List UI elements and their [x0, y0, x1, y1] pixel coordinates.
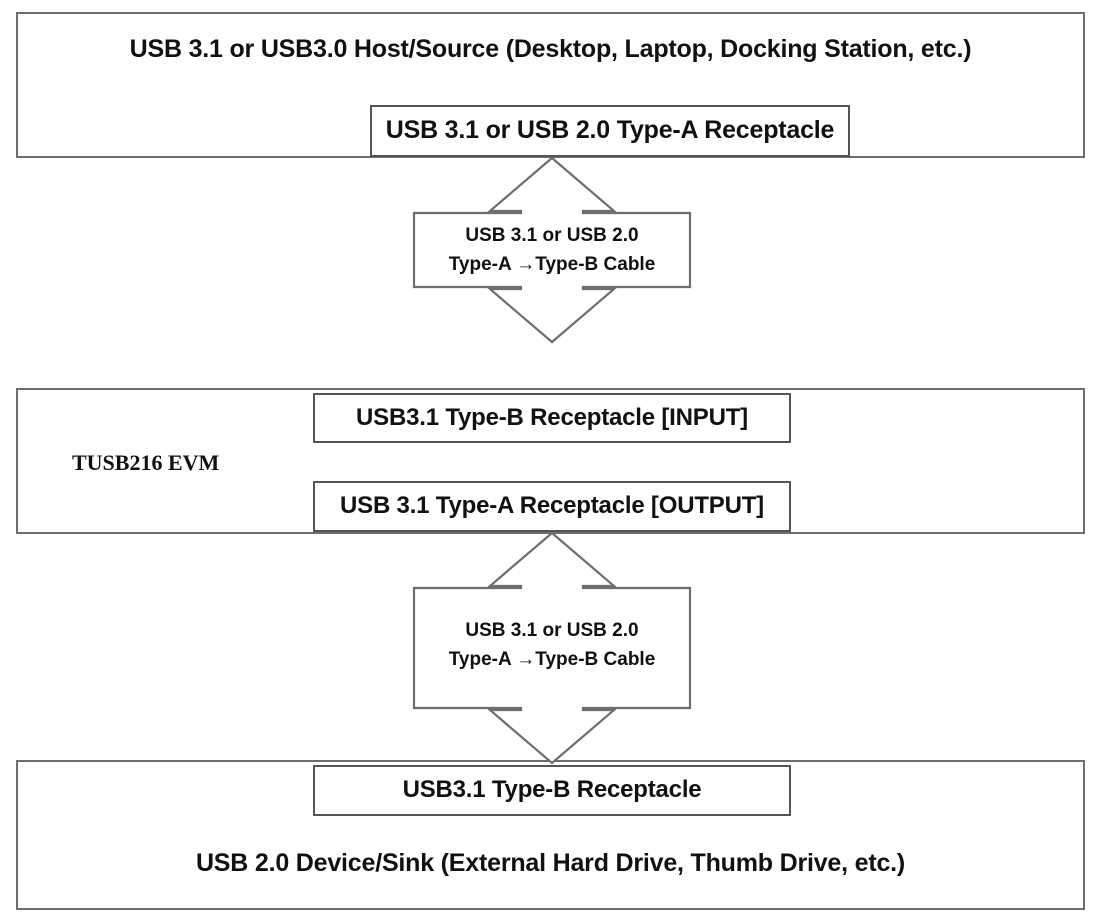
- evm-input-receptacle-label: USB3.1 Type-B Receptacle [INPUT]: [356, 403, 748, 431]
- host-title: USB 3.1 or USB3.0 Host/Source (Desktop, …: [129, 35, 972, 63]
- cable-arrow-top: USB 3.1 or USB 2.0 Type-A →Type-B Cable: [400, 155, 704, 345]
- device-title: USB 2.0 Device/Sink (External Hard Drive…: [195, 849, 906, 877]
- evm-output-receptacle: USB 3.1 Type-A Receptacle [OUTPUT]: [313, 481, 791, 532]
- double-headed-arrow-shape-bottom: [412, 531, 692, 765]
- device-receptacle-label: USB3.1 Type-B Receptacle: [402, 776, 702, 804]
- device-type-b-receptacle: USB3.1 Type-B Receptacle: [313, 765, 791, 816]
- cable-arrow-bottom: USB 3.1 or USB 2.0 Type-A →Type-B Cable: [400, 530, 704, 766]
- evm-output-receptacle-label: USB 3.1 Type-A Receptacle [OUTPUT]: [340, 492, 764, 520]
- evm-input-receptacle: USB3.1 Type-B Receptacle [INPUT]: [313, 393, 791, 443]
- evm-title: TUSB216 EVM: [72, 450, 220, 475]
- double-headed-arrow-shape-top: [412, 156, 692, 344]
- host-type-a-receptacle: USB 3.1 or USB 2.0 Type-A Receptacle: [370, 105, 850, 157]
- host-receptacle-label: USB 3.1 or USB 2.0 Type-A Receptacle: [385, 116, 835, 145]
